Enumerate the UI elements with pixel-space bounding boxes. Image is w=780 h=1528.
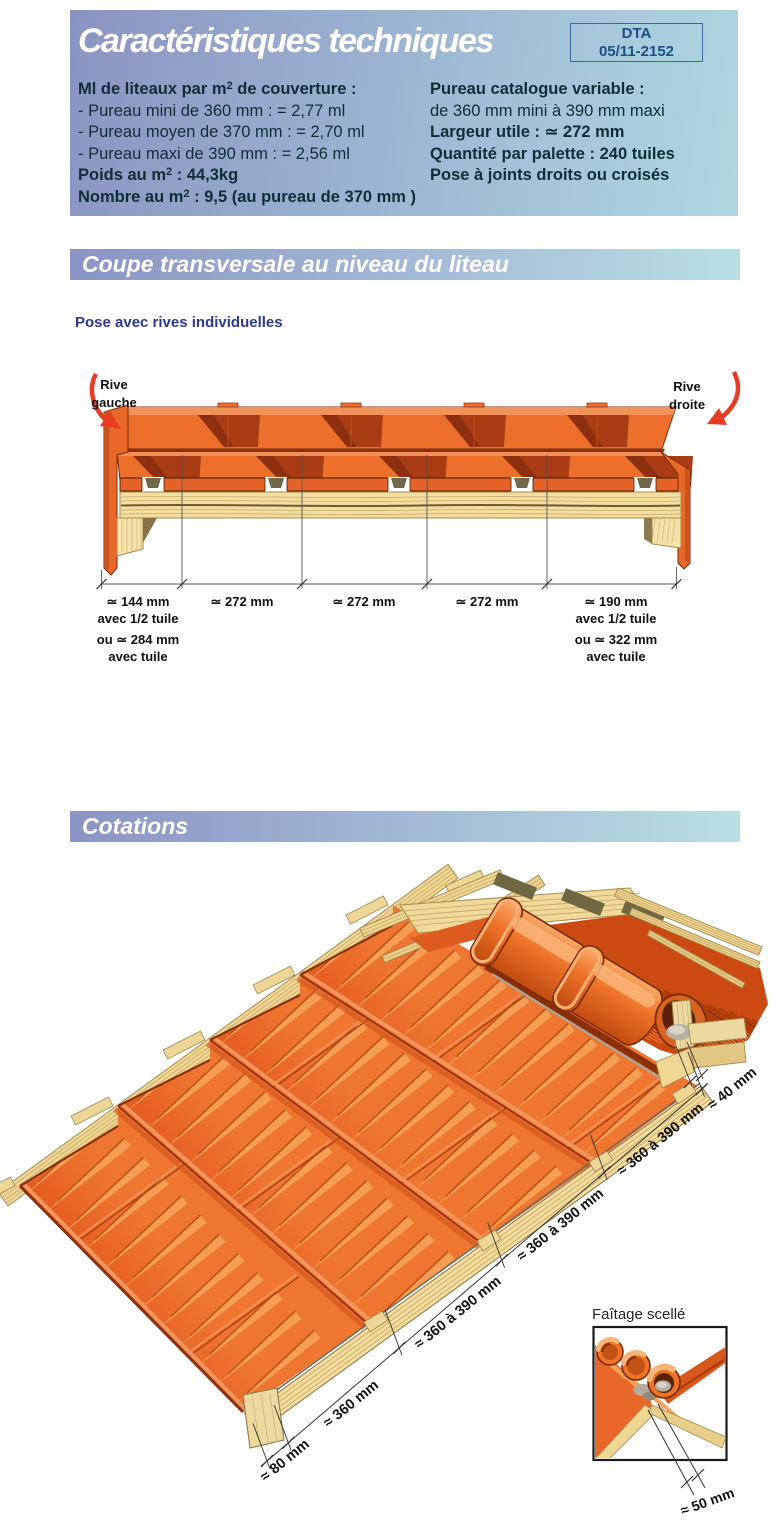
svg-text:avec 1/2 tuile: avec 1/2 tuile (576, 611, 657, 626)
svg-text:≃ 144 mm: ≃ 144 mm (107, 594, 170, 609)
svg-text:≃ 272 mm: ≃ 272 mm (211, 594, 274, 609)
svg-text:≈ 50 mm: ≈ 50 mm (678, 1484, 736, 1518)
svg-text:avec tuile: avec tuile (108, 649, 167, 664)
svg-text:≃ 272 mm: ≃ 272 mm (456, 594, 519, 609)
svg-text:avec tuile: avec tuile (586, 649, 645, 664)
svg-text:≈ 360 mm: ≈ 360 mm (321, 1377, 382, 1431)
svg-text:Rive: Rive (100, 377, 127, 392)
svg-text:droite: droite (669, 397, 705, 412)
svg-text:gauche: gauche (91, 395, 137, 410)
svg-text:≃ 190 mm: ≃ 190 mm (585, 594, 648, 609)
svg-text:Rive: Rive (673, 379, 700, 394)
svg-text:Faîtage scellé: Faîtage scellé (592, 1306, 685, 1323)
svg-text:ou ≃ 322 mm: ou ≃ 322 mm (575, 632, 657, 647)
svg-text:ou ≃ 284 mm: ou ≃ 284 mm (97, 632, 179, 647)
svg-text:avec 1/2 tuile: avec 1/2 tuile (98, 611, 179, 626)
svg-text:≃ 272 mm: ≃ 272 mm (333, 594, 396, 609)
svg-text:≈ 40 mm: ≈ 40 mm (705, 1064, 760, 1113)
